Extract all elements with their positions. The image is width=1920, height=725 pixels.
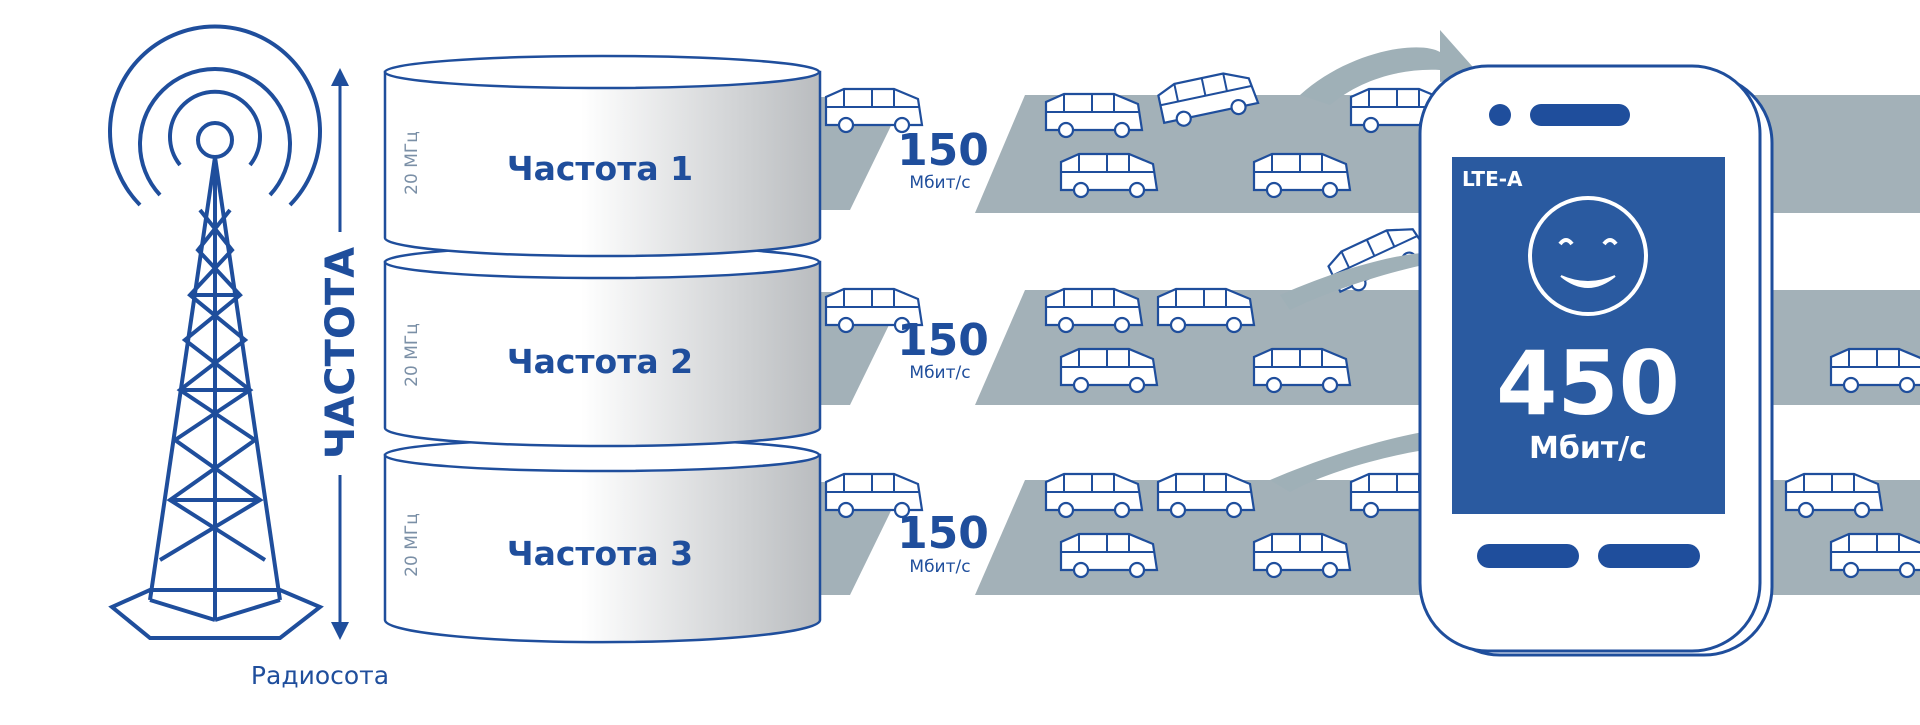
phone-button-right bbox=[1598, 544, 1700, 568]
phone-speed-value: 450 bbox=[1496, 332, 1680, 435]
channel-cylinder-3 bbox=[383, 437, 822, 644]
car-icon bbox=[1252, 532, 1352, 579]
channel-speeds: 150 Мбит/с 150 Мбит/с 150 Мбит/с bbox=[897, 125, 989, 577]
channel-speed-value-1: 150 bbox=[897, 125, 989, 176]
radio-tower-icon bbox=[108, 24, 324, 640]
channel-label-3: Частота 3 bbox=[507, 534, 693, 573]
frequency-axis: ЧАСТОТА bbox=[318, 68, 364, 640]
phone-device: LTE-A 450 Мбит/с bbox=[1418, 64, 1774, 657]
car-icon bbox=[1044, 287, 1144, 334]
car-icon bbox=[1829, 347, 1920, 394]
car-icon bbox=[1044, 472, 1144, 519]
car-icon bbox=[1059, 347, 1159, 394]
car-icon bbox=[1044, 92, 1144, 139]
phone-speaker bbox=[1530, 104, 1630, 126]
channel-label-1: Частота 1 bbox=[507, 149, 693, 188]
car-icon bbox=[1784, 472, 1884, 519]
frequency-axis-label: ЧАСТОТА bbox=[318, 247, 364, 459]
merge-arrow-1 bbox=[1300, 30, 1480, 105]
car-icon bbox=[1156, 287, 1256, 334]
channel-label-2: Частота 2 bbox=[507, 342, 693, 381]
car-icon bbox=[1156, 472, 1256, 519]
channel-speed-unit-3: Мбит/с bbox=[909, 557, 970, 577]
phone-button-left bbox=[1477, 544, 1579, 568]
channel-bandwidth-3: 20 МГц bbox=[402, 513, 422, 577]
car-icon bbox=[1252, 152, 1352, 199]
car-icon bbox=[1252, 347, 1352, 394]
phone-screen bbox=[1452, 157, 1725, 514]
tower-caption: Радиосота bbox=[251, 661, 389, 690]
phone-speed-unit: Мбит/с bbox=[1529, 431, 1647, 466]
channel-bandwidth-1: 20 МГц bbox=[402, 131, 422, 195]
channel-speed-unit-2: Мбит/с bbox=[909, 363, 970, 383]
frequency-stack: Частота 1 Частота 2 Частота 3 20 МГц 20 … bbox=[383, 54, 822, 644]
channel-speed-unit-1: Мбит/с bbox=[909, 173, 970, 193]
smiley-face-icon bbox=[1528, 196, 1648, 316]
channel-speed-value-2: 150 bbox=[897, 315, 989, 366]
car-icon bbox=[1829, 532, 1920, 579]
phone-camera bbox=[1489, 104, 1511, 126]
channel-cylinder-1 bbox=[383, 54, 822, 258]
car-icon bbox=[1059, 532, 1159, 579]
car-icon bbox=[1059, 152, 1159, 199]
channel-bandwidth-2: 20 МГц bbox=[402, 323, 422, 387]
phone-technology-label: LTE-A bbox=[1462, 167, 1523, 191]
channel-speed-value-3: 150 bbox=[897, 508, 989, 559]
